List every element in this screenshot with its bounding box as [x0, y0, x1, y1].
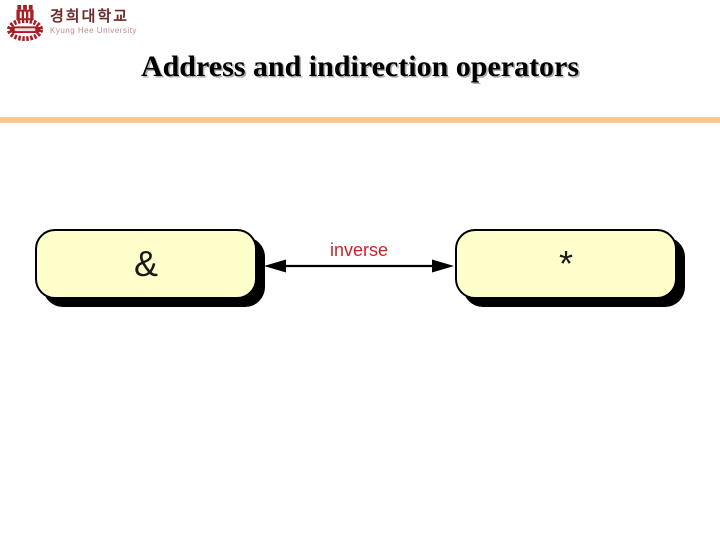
- university-logo: 경희대학교 Kyung Hee University: [6, 4, 137, 42]
- university-name-korean: 경희대학교: [50, 8, 130, 25]
- indirection-operator-label: *: [558, 243, 573, 284]
- university-name-english: Kyung Hee University: [50, 26, 137, 35]
- double-headed-arrow-icon: [264, 259, 454, 273]
- title-divider: [0, 117, 720, 123]
- university-crest-icon: [6, 4, 44, 42]
- arrow-label: inverse: [329, 240, 389, 260]
- page-title: Address and indirection operators: [140, 50, 580, 83]
- university-name: 경희대학교 Kyung Hee University: [50, 4, 137, 35]
- address-operator-label: &: [133, 243, 158, 284]
- address-operator-box: &: [35, 229, 257, 299]
- indirection-operator-box: *: [455, 229, 677, 299]
